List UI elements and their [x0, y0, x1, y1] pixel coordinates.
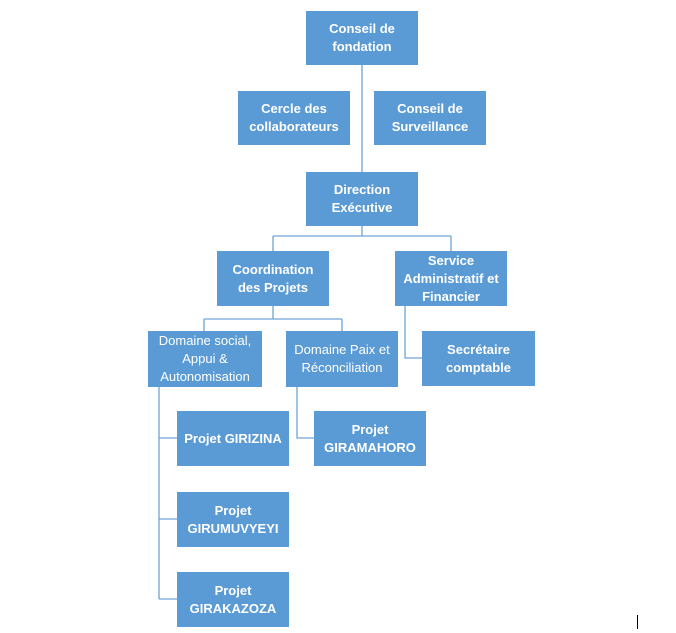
node-projet-giramahoro-label: Projet GIRAMAHORO [324, 421, 416, 455]
node-cercle-collaborateurs: Cercle des collaborateurs [238, 91, 350, 145]
node-coordination-projets-label: Coordination des Projets [232, 261, 314, 295]
node-domaine-social: Domaine social, Appui & Autonomisation [148, 331, 262, 387]
node-projet-girumuvyeyi-label: Projet GIRUMUVYEYI [187, 502, 279, 536]
node-secretaire-comptable-label: Secrétaire comptable [445, 341, 511, 375]
node-projet-giramahoro: Projet GIRAMAHORO [314, 411, 426, 466]
node-conseil-fondation: Conseil de fondation [306, 11, 418, 65]
node-coordination-projets: Coordination des Projets [217, 251, 329, 306]
node-secretaire-comptable: Secrétaire comptable [422, 331, 535, 386]
node-projet-girizina: Projet GIRIZINA [177, 411, 289, 466]
text-cursor [637, 615, 638, 629]
node-projet-girumuvyeyi: Projet GIRUMUVYEYI [177, 492, 289, 547]
node-direction-executive-label: Direction Exécutive [331, 182, 393, 215]
node-cercle-collaborateurs-label: Cercle des collaborateurs [249, 101, 339, 134]
node-domaine-social-label: Domaine social, Appui & Autonomisation [158, 333, 252, 384]
node-service-administratif-label: Service Administratif et Financier [403, 252, 499, 304]
node-domaine-paix: Domaine Paix et Réconciliation [286, 331, 398, 387]
node-projet-girizina-label: Projet GIRIZINA [184, 430, 282, 446]
node-conseil-surveillance: Conseil de Surveillance [374, 91, 486, 145]
node-direction-executive: Direction Exécutive [306, 172, 418, 226]
node-conseil-fondation-label: Conseil de fondation [329, 21, 395, 54]
node-domaine-paix-label: Domaine Paix et Réconciliation [294, 342, 390, 375]
node-conseil-surveillance-label: Conseil de Surveillance [391, 101, 469, 134]
connector-service-secretaire [404, 306, 422, 359]
connector-paix-giramahoro [296, 387, 314, 439]
node-projet-girakazoza-label: Projet GIRAKAZOZA [189, 582, 277, 616]
node-projet-girakazoza: Projet GIRAKAZOZA [177, 572, 289, 627]
node-service-administratif: Service Administratif et Financier [395, 251, 507, 306]
